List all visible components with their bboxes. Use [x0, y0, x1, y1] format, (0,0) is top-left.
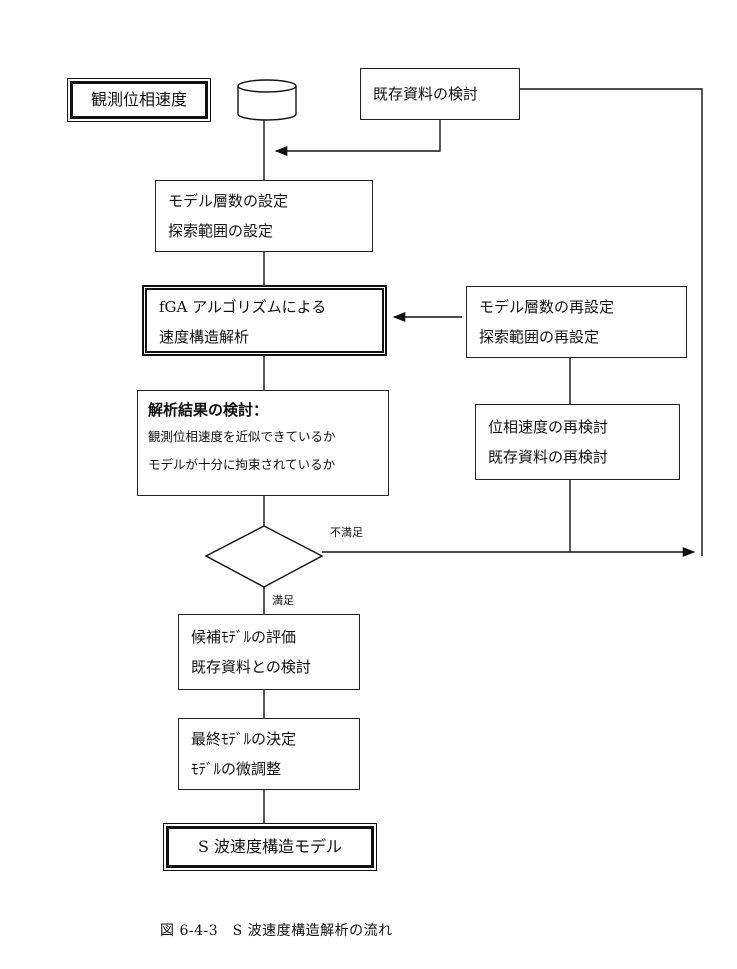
result-review-line-1: 観測位相速度を近似できているか: [148, 429, 336, 444]
s-wave-model-label: S 波速度構造モデル: [197, 837, 343, 856]
fga-analysis-line-1: fGA アルゴリズムによる: [159, 298, 327, 316]
existing-review-label: 既存資料の検討: [373, 85, 479, 103]
final-model-line-1: 最終ﾓﾃﾞﾙの決定: [191, 730, 297, 748]
data-cylinder-icon: [237, 79, 297, 121]
fga-analysis-line-2: 速度構造解析: [159, 328, 250, 346]
candidate-eval-line-2: 既存資料との検討: [191, 658, 311, 676]
fga-analysis-box: fGA アルゴリズムによる 速度構造解析: [142, 285, 387, 356]
model-setup-line-1: モデル層数の設定: [168, 192, 289, 210]
model-setup-line-2: 探索範囲の設定: [168, 222, 274, 240]
figure-caption: 図 6-4-3 S 波速度構造解析の流れ: [160, 923, 393, 939]
model-setup-box: モデル層数の設定 探索範囲の設定: [155, 180, 373, 252]
re-review-line-1: 位相速度の再検討: [488, 418, 609, 436]
model-reset-box: モデル層数の再設定 探索範囲の再設定: [466, 286, 687, 358]
candidate-eval-line-1: 候補ﾓﾃﾞﾙの評価: [191, 628, 297, 646]
observed-velocity-terminal: 観測位相速度: [67, 78, 211, 122]
result-review-title: 解析結果の検討：: [148, 401, 269, 419]
model-reset-line-1: モデル層数の再設定: [479, 298, 615, 316]
observed-velocity-label: 観測位相速度: [90, 90, 187, 109]
decision-diamond: [204, 525, 324, 588]
connector-existing-right-rail: [520, 88, 703, 556]
candidate-eval-box: 候補ﾓﾃﾞﾙの評価 既存資料との検討: [178, 614, 360, 690]
final-model-box: 最終ﾓﾃﾞﾙの決定 ﾓﾃﾞﾙの微調整: [178, 718, 360, 790]
existing-review-box: 既存資料の検討: [360, 68, 520, 120]
connector-existing-to-spine: [274, 120, 441, 157]
result-review-box: 解析結果の検討： 観測位相速度を近似できているか モデルが十分に拘束されているか: [137, 390, 389, 496]
result-review-line-2: モデルが十分に拘束されているか: [148, 457, 336, 472]
s-wave-model-terminal: S 波速度構造モデル: [163, 823, 377, 871]
model-reset-line-2: 探索範囲の再設定: [479, 328, 600, 346]
unsatisfied-label: 不満足: [330, 526, 363, 539]
satisfied-label: 満足: [272, 594, 294, 607]
re-review-line-2: 既存資料の再検討: [488, 448, 609, 466]
final-model-line-2: ﾓﾃﾞﾙの微調整: [191, 760, 282, 778]
re-review-box: 位相速度の再検討 既存資料の再検討: [475, 404, 680, 480]
